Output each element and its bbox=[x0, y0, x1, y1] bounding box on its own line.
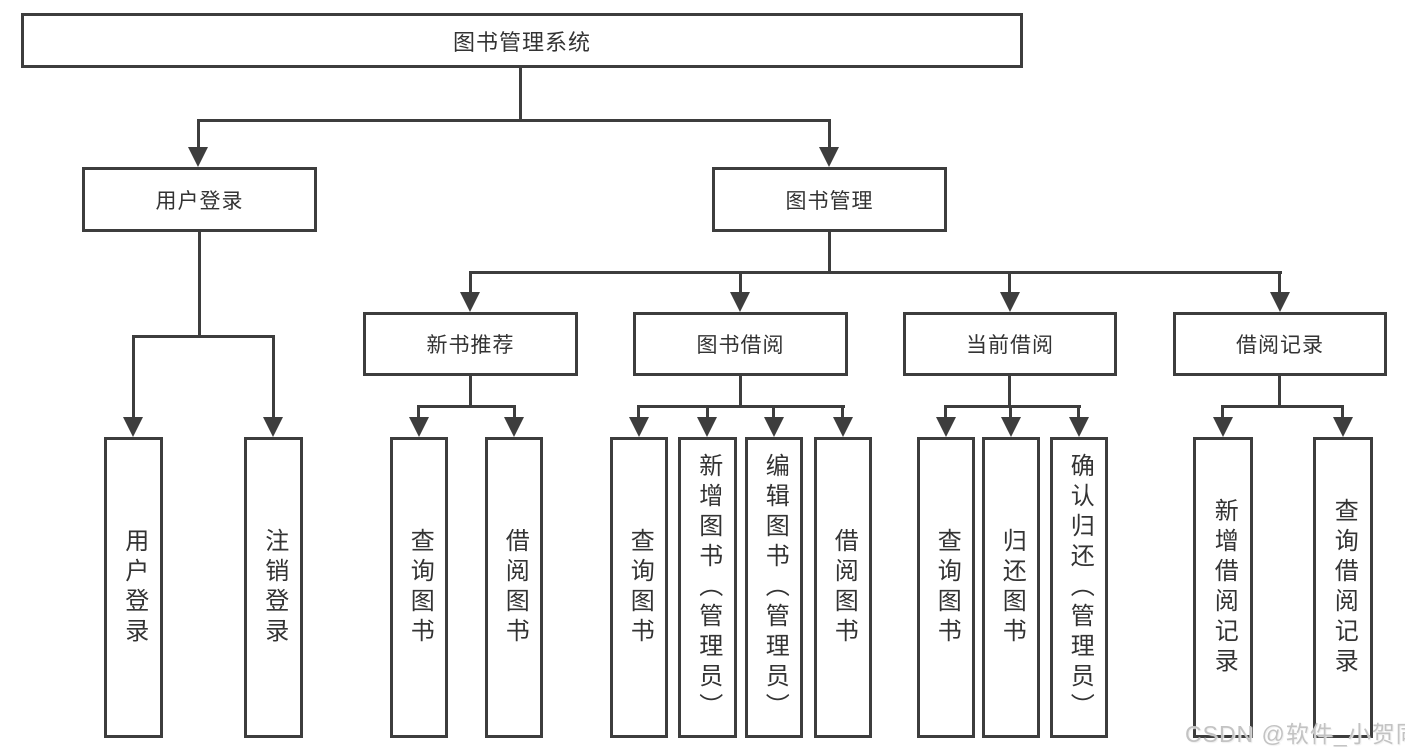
leaf-user-login: 用户登录 bbox=[104, 437, 163, 738]
node-label: 借阅记录 bbox=[1236, 334, 1324, 357]
leaf-label: 查询图书 bbox=[406, 527, 434, 648]
connector-borrowing-records-stem bbox=[1278, 376, 1281, 405]
node-label: 用户登录 bbox=[155, 189, 244, 213]
leaf-label: 归还图书 bbox=[998, 527, 1026, 648]
arrowhead-down-icon bbox=[1001, 417, 1021, 437]
leaf-return-book: 归还图书 bbox=[982, 437, 1040, 738]
arrowhead-down-icon bbox=[1213, 417, 1233, 437]
connector-to-book-management bbox=[828, 119, 831, 150]
connector-stub bbox=[417, 405, 420, 419]
watermark: CSDN @软件_小贺同学 bbox=[1185, 721, 1405, 747]
leaf-add-book-admin: 新增图书（管理员） bbox=[678, 437, 737, 738]
arrowhead-down-icon bbox=[263, 417, 283, 437]
node-label: 图书管理系统 bbox=[452, 29, 591, 55]
leaf-label: 编辑图书（管理员） bbox=[761, 452, 789, 723]
leaf-label: 用户登录 bbox=[120, 527, 148, 648]
node-label: 新书推荐 bbox=[426, 334, 515, 357]
leaf-borrow-books: 借阅图书 bbox=[814, 437, 872, 738]
connector-user-login-branch bbox=[132, 335, 275, 338]
connector-book-borrowing-branch bbox=[637, 405, 845, 408]
arrowhead-down-icon bbox=[409, 417, 429, 437]
node-book-borrowing: 图书借阅 bbox=[633, 312, 848, 376]
arrowhead-down-icon bbox=[819, 147, 839, 167]
connector-root-branch bbox=[197, 119, 831, 122]
arrowhead-down-icon bbox=[1000, 292, 1020, 312]
connector-root-stem bbox=[519, 68, 522, 119]
arrowhead-down-icon bbox=[460, 292, 480, 312]
leaf-query-borrow-record: 查询借阅记录 bbox=[1313, 437, 1373, 738]
leaf-logout: 注销登录 bbox=[244, 437, 303, 738]
leaf-label: 查询借阅记录 bbox=[1330, 497, 1358, 678]
connector-to-leaf-login bbox=[132, 335, 135, 419]
connector-book-borrowing-stem bbox=[739, 376, 742, 405]
connector-user-login-stem bbox=[198, 232, 201, 335]
arrowhead-down-icon bbox=[188, 147, 208, 167]
leaf-newrec-query-books: 查询图书 bbox=[390, 437, 448, 738]
leaf-borrow-query-books: 查询图书 bbox=[610, 437, 668, 738]
connector-stub bbox=[1341, 405, 1344, 419]
connector-stub bbox=[513, 405, 516, 419]
node-book-management: 图书管理 bbox=[712, 167, 947, 232]
leaf-label: 查询图书 bbox=[933, 527, 961, 648]
connector-book-management-branch bbox=[469, 271, 1282, 274]
arrowhead-down-icon bbox=[504, 417, 524, 437]
connector-to-book-borrowing bbox=[739, 271, 742, 295]
node-label: 当前借阅 bbox=[966, 334, 1054, 357]
arrowhead-down-icon bbox=[1069, 417, 1089, 437]
arrowhead-down-icon bbox=[629, 417, 649, 437]
leaf-label: 确认归还（管理员） bbox=[1066, 452, 1094, 723]
connector-stub bbox=[1009, 405, 1012, 419]
connector-to-leaf-logout bbox=[272, 335, 275, 419]
node-library-management-system: 图书管理系统 bbox=[21, 13, 1023, 68]
node-label: 图书管理 bbox=[785, 189, 874, 213]
leaf-edit-book-admin: 编辑图书（管理员） bbox=[745, 437, 803, 738]
connector-to-new-book bbox=[469, 271, 472, 295]
connector-stub bbox=[841, 405, 844, 419]
arrowhead-down-icon bbox=[1270, 292, 1290, 312]
connector-borrowing-records-branch bbox=[1221, 405, 1344, 408]
leaf-current-query-books: 查询图书 bbox=[917, 437, 975, 738]
leaf-confirm-return-admin: 确认归还（管理员） bbox=[1050, 437, 1108, 738]
arrowhead-down-icon bbox=[936, 417, 956, 437]
connector-stub bbox=[1221, 405, 1224, 419]
connector-stub bbox=[637, 405, 640, 419]
connector-new-book-branch bbox=[417, 405, 516, 408]
connector-to-borrowing-records bbox=[1278, 271, 1281, 295]
leaf-label: 新增借阅记录 bbox=[1210, 497, 1238, 678]
node-current-borrowing: 当前借阅 bbox=[903, 312, 1117, 376]
leaf-add-borrow-record: 新增借阅记录 bbox=[1193, 437, 1253, 738]
node-new-book-recommendation: 新书推荐 bbox=[363, 312, 578, 376]
connector-book-management-stem bbox=[828, 232, 831, 271]
connector-to-current-borrowing bbox=[1008, 271, 1011, 295]
connector-current-borrowing-branch bbox=[944, 405, 1081, 408]
connector-stub bbox=[772, 405, 775, 419]
node-label: 图书借阅 bbox=[696, 334, 785, 357]
arrowhead-down-icon bbox=[730, 292, 750, 312]
arrowhead-down-icon bbox=[764, 417, 784, 437]
connector-stub bbox=[1077, 405, 1080, 419]
leaf-label: 借阅图书 bbox=[830, 527, 858, 648]
arrowhead-down-icon bbox=[1333, 417, 1353, 437]
leaf-newrec-borrow-books: 借阅图书 bbox=[485, 437, 543, 738]
arrowhead-down-icon bbox=[833, 417, 853, 437]
connector-stub bbox=[944, 405, 947, 419]
leaf-label: 借阅图书 bbox=[501, 527, 529, 648]
connector-stub bbox=[706, 405, 709, 419]
leaf-label: 注销登录 bbox=[260, 527, 288, 648]
node-borrowing-records: 借阅记录 bbox=[1173, 312, 1387, 376]
connector-new-book-stem bbox=[469, 376, 472, 405]
node-user-login: 用户登录 bbox=[82, 167, 317, 232]
leaf-label: 查询图书 bbox=[626, 527, 654, 648]
arrowhead-down-icon bbox=[123, 417, 143, 437]
connector-current-borrowing-stem bbox=[1008, 376, 1011, 405]
arrowhead-down-icon bbox=[697, 417, 717, 437]
connector-to-user-login bbox=[197, 119, 200, 150]
leaf-label: 新增图书（管理员） bbox=[694, 452, 722, 723]
